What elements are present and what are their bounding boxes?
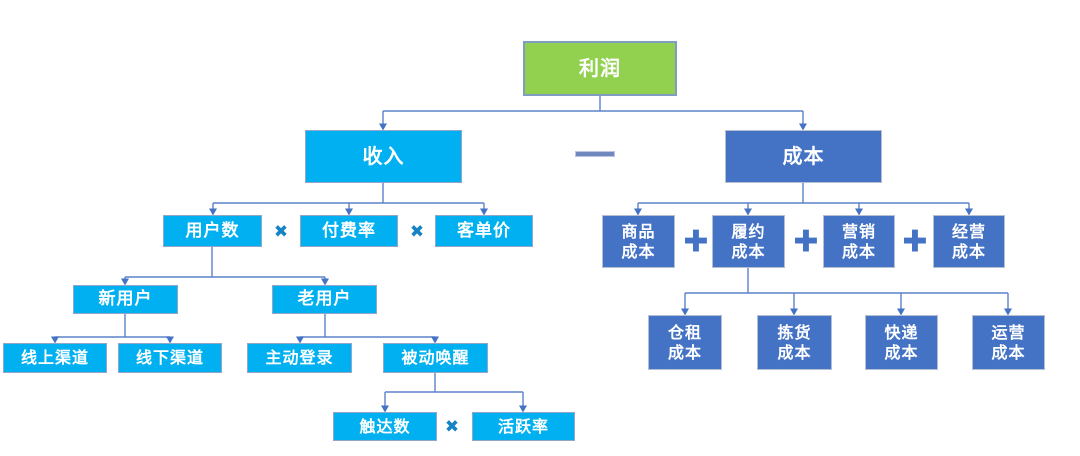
multiply-operator-2: ✖ — [409, 222, 425, 242]
node-old-users: 老用户 — [272, 285, 377, 314]
node-operating-cost: 经营 成本 — [933, 215, 1005, 268]
node-goods-cost: 商品 成本 — [602, 215, 675, 268]
node-offline-channel: 线下渠道 — [118, 343, 222, 373]
node-marketing-cost: 营销 成本 — [823, 215, 895, 268]
node-warehouse-rent-cost: 仓租 成本 — [648, 315, 722, 370]
multiply-operator-1: ✖ — [273, 222, 289, 242]
node-user-count: 用户数 — [163, 215, 262, 247]
node-express-cost: 快递 成本 — [865, 315, 938, 370]
node-avg-order-value: 客单价 — [435, 215, 533, 247]
node-operations-cost: 运营 成本 — [972, 315, 1045, 370]
node-active-rate: 活跃率 — [472, 412, 575, 441]
node-cost: 成本 — [725, 130, 882, 183]
node-active-login: 主动登录 — [247, 343, 352, 373]
node-revenue: 收入 — [305, 130, 462, 183]
node-online-channel: 线上渠道 — [3, 343, 107, 373]
node-passive-wake: 被动唤醒 — [383, 343, 488, 373]
node-profit: 利润 — [523, 41, 677, 96]
plus-operator-3: ✚ — [902, 224, 928, 260]
plus-operator-1: ✚ — [683, 224, 709, 260]
node-picking-cost: 拣货 成本 — [757, 315, 832, 370]
multiply-operator-3: ✖ — [444, 417, 460, 437]
plus-operator-2: ✚ — [793, 224, 819, 260]
node-reach-count: 触达数 — [333, 412, 437, 441]
node-pay-rate: 付费率 — [300, 215, 398, 247]
node-new-users: 新用户 — [73, 285, 178, 314]
minus-operator — [575, 151, 615, 157]
node-fulfillment-cost: 履约 成本 — [712, 215, 785, 268]
